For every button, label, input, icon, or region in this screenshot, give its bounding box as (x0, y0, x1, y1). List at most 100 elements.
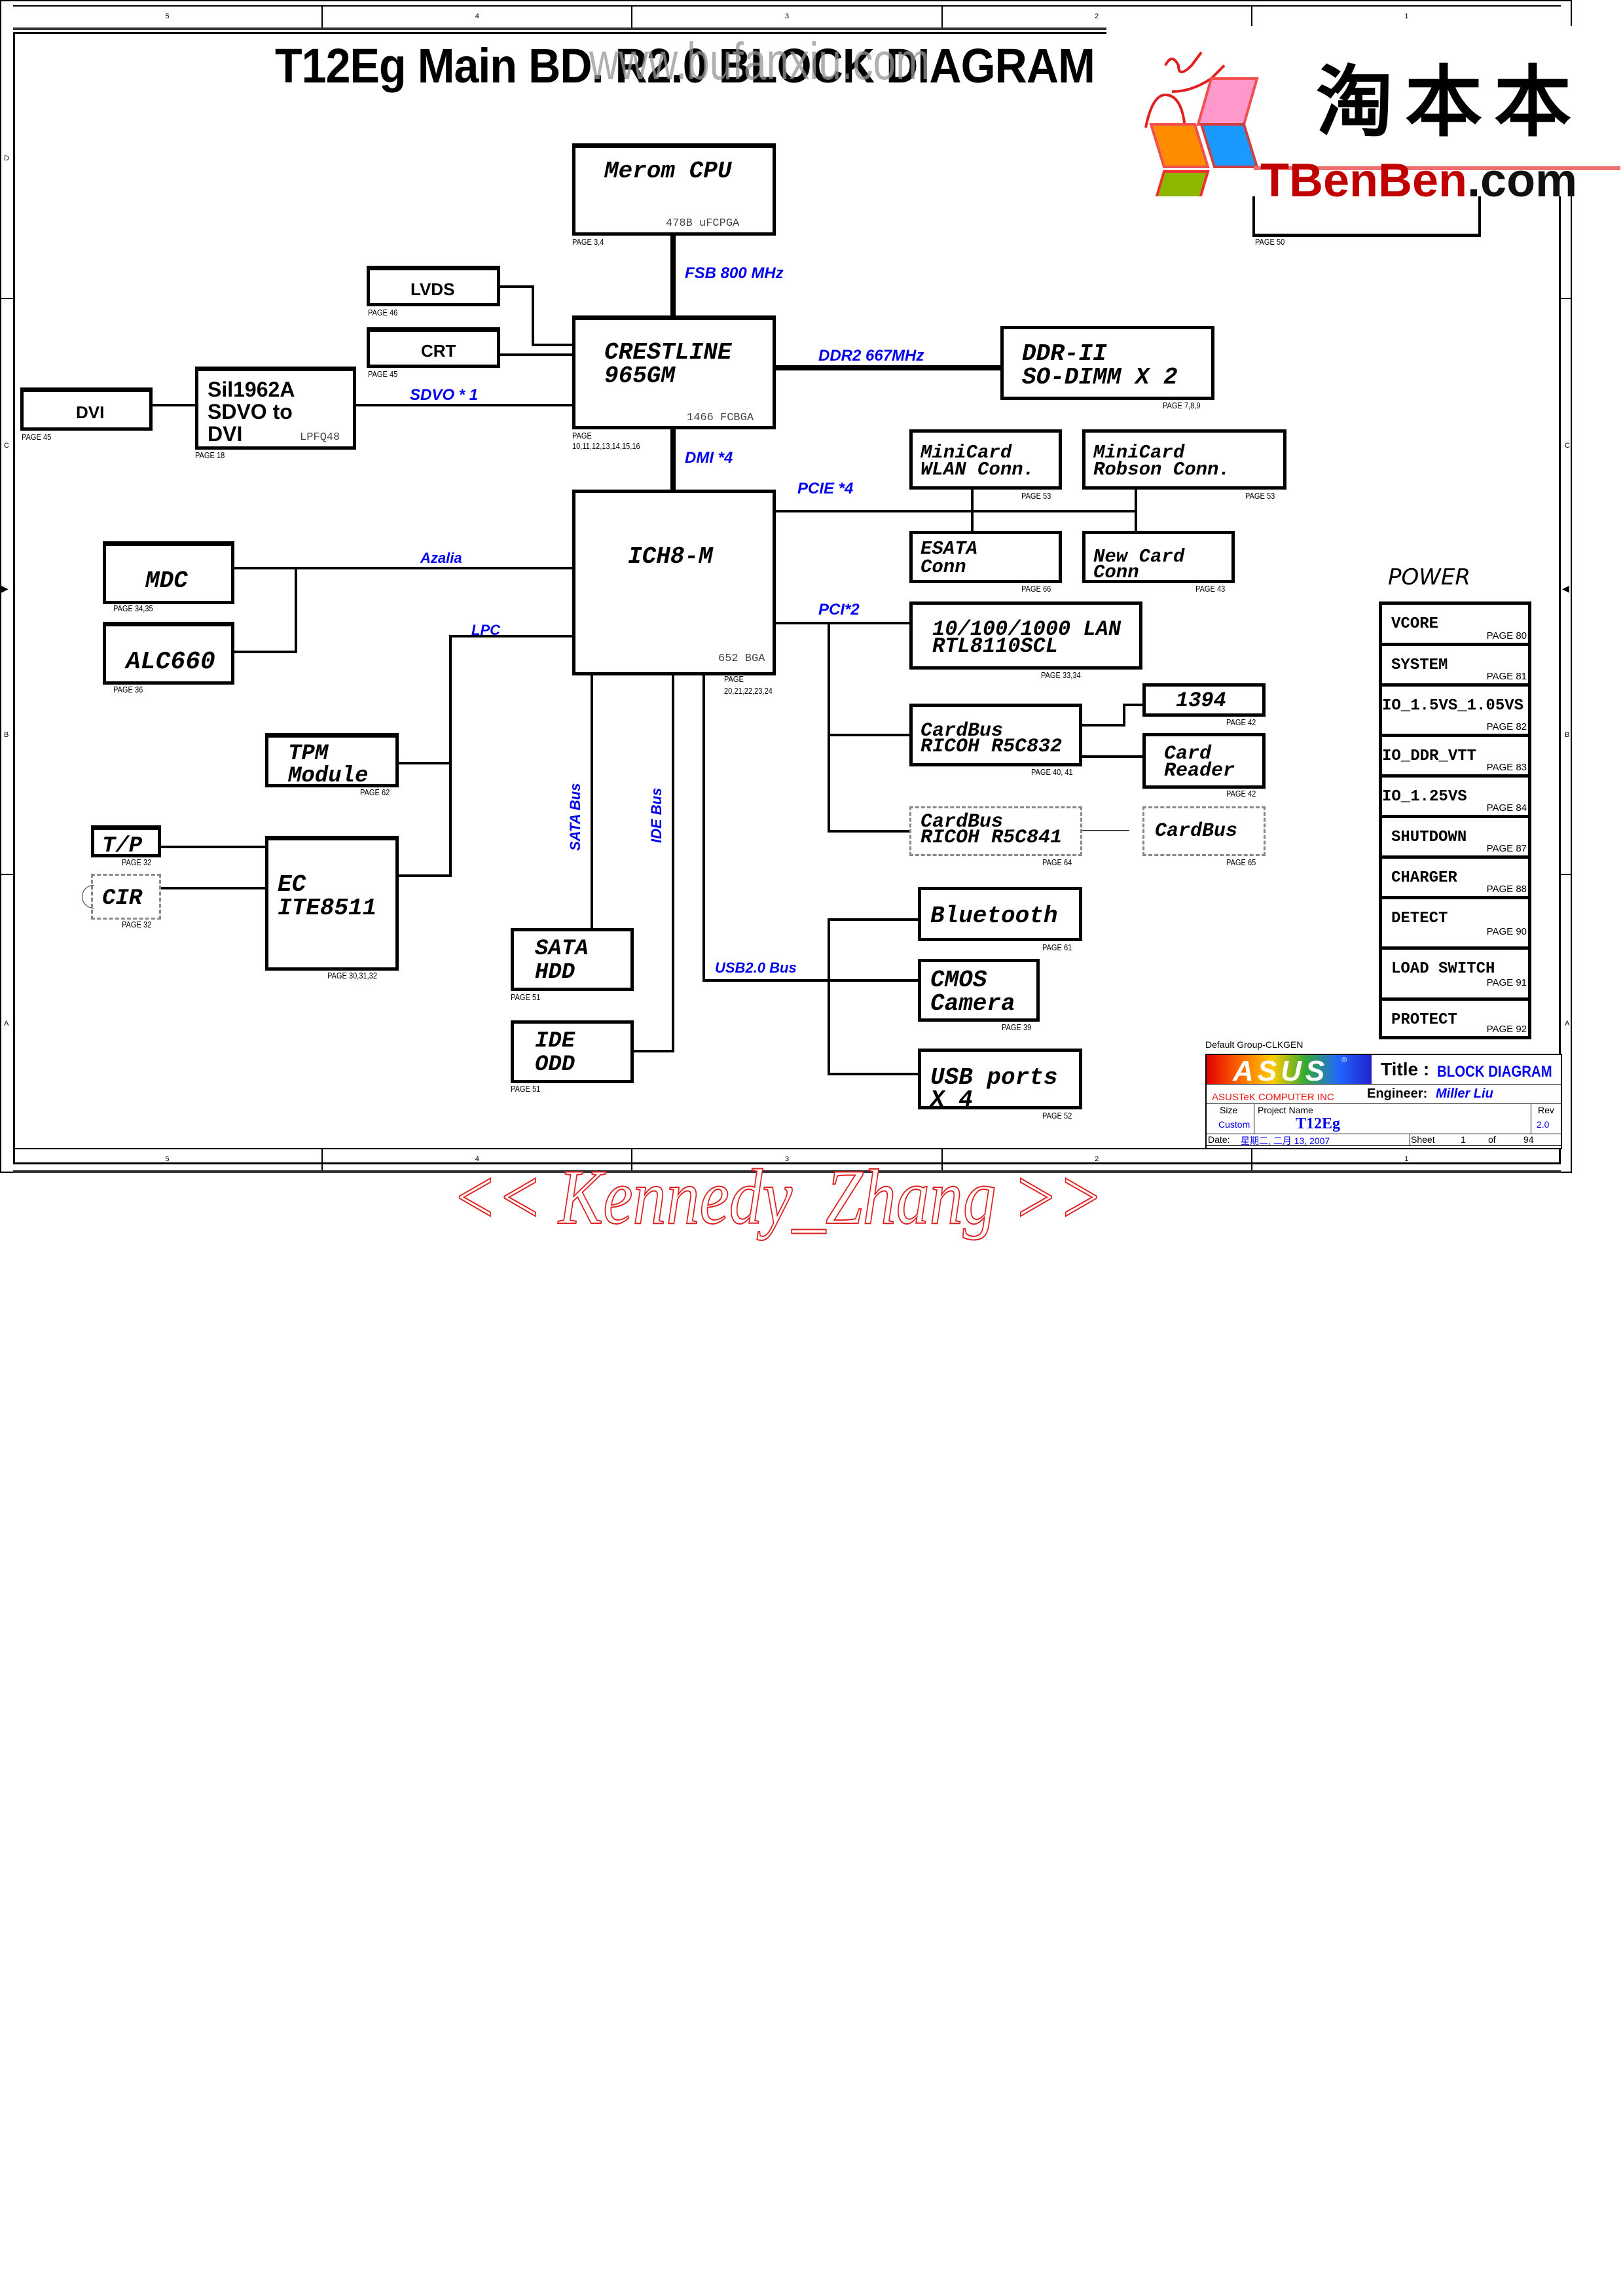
page-ref: PAGE 51 (511, 992, 541, 1002)
esata-block[interactable]: ESATA Conn (909, 531, 1062, 583)
column-marker: 5 (13, 7, 323, 27)
power-item-label: SHUTDOWN (1391, 829, 1467, 846)
power-item-io-ddr-vtt[interactable]: IO_DDR_VTT PAGE 83 (1379, 734, 1531, 774)
sata-hdd-block[interactable]: SATA HDD (511, 928, 634, 991)
sdvo-wire (356, 404, 572, 406)
lpc-label: LPC (471, 622, 500, 638)
card-reader-block[interactable]: Card Reader (1142, 733, 1266, 789)
cardbus-slot-block[interactable]: CardBus (1142, 806, 1266, 856)
project-name-value: T12Eg (1296, 1115, 1341, 1132)
usb-bus-label: USB2.0 Bus (715, 960, 797, 976)
alc660-block[interactable]: ALC660 (103, 622, 234, 685)
page-ref: PAGE 61 (1042, 942, 1072, 952)
page-ref: PAGE 7,8,9 (1163, 401, 1201, 410)
power-item-io-1-5vs-1-05vs[interactable]: IO_1.5VS_1.05VS PAGE 82 (1379, 683, 1531, 734)
usb-bus-wire (828, 918, 830, 1075)
dvi-block[interactable]: DVI (20, 387, 153, 431)
ec-block[interactable]: EC ITE8511 (265, 836, 399, 971)
sdvo-to-dvi-block[interactable]: Sil1962A SDVO to DVI LPFQ48 (195, 367, 356, 450)
registered-mark-icon: ® (1341, 1056, 1347, 1064)
page-ref: 20,21,22,23,24 (724, 686, 773, 696)
row-divider (0, 874, 13, 875)
power-item-load-switch[interactable]: LOAD SWITCH PAGE 91 (1379, 946, 1531, 997)
cardbus-1394-wire (1123, 704, 1142, 706)
page-ref: PAGE 3,4 (572, 237, 604, 247)
logo-graphic-icon (1144, 51, 1620, 217)
cpu-package: 478B uFCPGA (666, 217, 740, 230)
page-ref: PAGE 18 (195, 450, 225, 460)
newcard-block[interactable]: New Card Conn (1082, 531, 1235, 583)
lan-block[interactable]: 10/100/1000 LAN RTL8110SCL (909, 601, 1142, 670)
lvds-name: LVDS (410, 279, 455, 299)
author-watermark: << Kennedy_Zhang >> (451, 1153, 1104, 1241)
southbridge-package: 652 BGA (718, 653, 765, 665)
power-item-charger[interactable]: CHARGER PAGE 88 (1379, 855, 1531, 896)
cardbus-reader-wire (1082, 755, 1142, 758)
azalia-label: Azalia (420, 550, 462, 566)
bluetooth-block[interactable]: Bluetooth (918, 887, 1082, 941)
ide-odd-block[interactable]: IDE ODD (511, 1020, 634, 1083)
page-ref: PAGE 80 (1486, 630, 1527, 641)
page-ref: PAGE 39 (1002, 1022, 1032, 1032)
row-marker: D (4, 154, 9, 162)
cardbus-slot-name: CardBus (1155, 820, 1238, 842)
ide-bus-wire (672, 674, 674, 1052)
page-ref: PAGE 53 (1245, 491, 1275, 501)
row-marker: C (4, 442, 9, 450)
southbridge-block[interactable]: ICH8-M 652 BGA (572, 490, 776, 675)
power-item-detect[interactable]: DETECT PAGE 90 (1379, 896, 1531, 946)
cmos-camera-block[interactable]: CMOS Camera (918, 959, 1040, 1022)
usb-ports-block[interactable]: USB ports X 4 (918, 1049, 1082, 1112)
sheet-title: T12Eg Main BD. R2.0 BLOCK DIAGRAM (275, 39, 1095, 93)
mdc-block[interactable]: MDC (103, 541, 234, 604)
northbridge-package: 1466 FCBGA (687, 412, 754, 424)
pci-wire (828, 830, 909, 833)
lpc-wire (449, 635, 452, 877)
crt-block[interactable]: CRT (367, 327, 500, 368)
northbridge-name-line1: CRESTLINE (604, 339, 732, 366)
cardbus-r5c841-block[interactable]: CardBus RICOH R5C841 (909, 806, 1082, 856)
minicard-robson-line2: Robson Conn. (1093, 459, 1230, 480)
cpu-block[interactable]: Merom CPU 478B uFCPGA (572, 143, 776, 236)
tp-wire (161, 846, 265, 848)
size-label: Size (1220, 1105, 1238, 1115)
page-ref: PAGE 90 (1486, 926, 1527, 937)
cir-block[interactable]: CIR (91, 874, 161, 920)
usb-ports-line1: USB ports (930, 1064, 1058, 1091)
ide-odd-line1: IDE (535, 1029, 575, 1054)
lvds-block[interactable]: LVDS (367, 266, 500, 306)
dmi-label: DMI *4 (685, 449, 733, 467)
power-item-shutdown[interactable]: SHUTDOWN PAGE 87 (1379, 815, 1531, 855)
cardbus-r5c832-block[interactable]: CardBus RICOH R5C832 (909, 704, 1082, 766)
page-ref: PAGE 42 (1226, 789, 1256, 798)
cardbus-r5c832-line1: CardBus (921, 720, 1004, 742)
minicard-robson-block[interactable]: MiniCard Robson Conn. (1082, 429, 1286, 490)
tpm-block[interactable]: TPM Module (265, 733, 399, 787)
minicard-robson-line1: MiniCard (1093, 442, 1185, 463)
power-item-io-1-25vs[interactable]: IO_1.25VS PAGE 84 (1379, 774, 1531, 815)
dvi-wire (153, 404, 195, 406)
hidden-block-edge (1252, 196, 1255, 236)
northbridge-block[interactable]: CRESTLINE 965GM 1466 FCBGA (572, 315, 776, 429)
ieee1394-name: 1394 (1176, 689, 1226, 713)
power-item-system[interactable]: SYSTEM PAGE 81 (1379, 643, 1531, 683)
power-item-protect[interactable]: PROTECT PAGE 92 (1379, 997, 1531, 1039)
touchpad-name: T/P (102, 834, 143, 859)
power-item-vcore[interactable]: VCORE PAGE 80 (1379, 601, 1531, 643)
company-name: ASUSTeK COMPUTER INC (1212, 1092, 1334, 1103)
title-row-divider (1207, 1084, 1561, 1085)
title-block: ASUS ® Title : BLOCK DIAGRAM ASUSTeK COM… (1205, 1054, 1562, 1149)
page-ref: PAGE 53 (1021, 491, 1051, 501)
ddr-sodimm-block[interactable]: DDR-II SO-DIMM X 2 (1000, 326, 1214, 400)
sdvo-chip-name: Sil1962A (208, 378, 295, 401)
asus-brand-text: ASUS (1233, 1055, 1329, 1087)
power-item-label: DETECT (1391, 910, 1448, 927)
asus-logo: ASUS ® (1207, 1055, 1372, 1087)
minicard-wlan-block[interactable]: MiniCard WLAN Conn. (909, 429, 1062, 490)
pci-label: PCI*2 (818, 601, 860, 619)
touchpad-block[interactable]: T/P (91, 825, 161, 857)
azalia-wire (234, 567, 572, 569)
column-marker: 3 (632, 7, 943, 27)
ieee1394-block[interactable]: 1394 (1142, 683, 1266, 717)
page-ref: PAGE 52 (1042, 1111, 1072, 1121)
